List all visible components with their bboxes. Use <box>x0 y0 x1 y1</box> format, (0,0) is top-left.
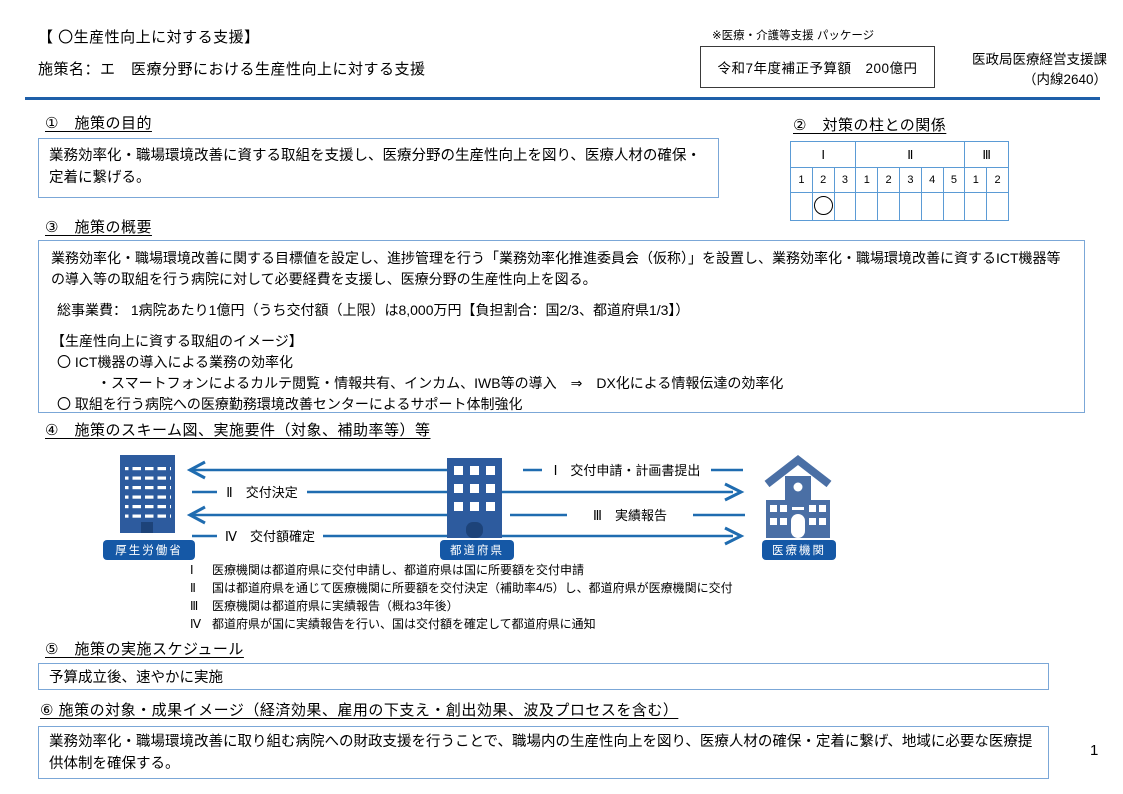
pillar-cell: 4 <box>920 167 944 193</box>
scheme-note: Ⅲ 医療機関は都道府県に実績報告（概ね3年後） <box>190 597 910 615</box>
pillar-mark-cell <box>942 192 966 221</box>
pillar-group-2: Ⅱ <box>855 141 966 168</box>
arrow3-label: Ⅲ 実績報告 <box>593 508 667 523</box>
mhlw-label: 厚生労働省 <box>103 540 195 560</box>
package-note: ※医療・介護等支援 パッケージ <box>712 30 875 42</box>
section3-heading: ③ 施策の概要 <box>45 219 152 236</box>
scheme-diagram: Ⅰ 交付申請・計画書提出 Ⅱ 交付決定 Ⅲ 実績報告 Ⅳ 交付額確定 厚生労働省… <box>103 454 836 560</box>
header-divider <box>25 97 1100 100</box>
pillar-cell: 3 <box>898 167 922 193</box>
section5-heading: ⑤ 施策の実施スケジュール <box>45 641 244 658</box>
hospital-icon <box>764 454 832 538</box>
prefecture-label: 都道府県 <box>440 540 514 560</box>
department-name: 医政局医療経営支援課 <box>972 52 1107 67</box>
pillar-cell: 3 <box>833 167 857 193</box>
prefecture-building-icon <box>447 458 502 538</box>
pillar-cell: 1 <box>855 167 879 193</box>
section2-heading: ② 対策の柱との関係 <box>793 117 947 134</box>
overview-paragraph: 業務効率化・職場環境改善に関する目標値を設定し、進捗管理を行う「業務効率化推進委… <box>51 250 1061 287</box>
mhlw-building-icon <box>120 455 175 533</box>
initiative-bullet-1: 〇 ICT機器の導入による業務の効率化 <box>57 354 294 370</box>
pillar-mark-cell <box>811 192 835 221</box>
budget-box: 令和7年度補正予算額 200億円 <box>700 46 935 88</box>
arrow4-label: Ⅳ 交付額確定 <box>225 529 315 544</box>
arrow1-label: Ⅰ 交付申請・計画書提出 <box>554 463 701 478</box>
pillar-cell: 2 <box>877 167 900 193</box>
pillar-relation-table: Ⅰ Ⅱ Ⅲ 1 2 3 1 2 3 4 5 1 2 <box>789 141 1009 221</box>
section1-body-box: 業務効率化・職場環境改善に資する取組を支援し、医療分野の生産性向上を図り、医療人… <box>38 138 719 198</box>
note-num: Ⅲ <box>190 599 199 613</box>
svg-text:厚生労働省: 厚生労働省 <box>115 543 183 557</box>
selected-pillar-mark <box>813 196 833 215</box>
pillar-mark-cell <box>920 192 944 221</box>
pillar-group-3: Ⅲ <box>964 141 1009 168</box>
scheme-notes: Ⅰ 医療機関は都道府県に交付申請し、都道府県は国に所要額を交付申請 Ⅱ 国は都道… <box>190 561 910 633</box>
department-extension: （内線2640） <box>1022 71 1107 87</box>
department-block: 医政局医療経営支援課 （内線2640） <box>972 50 1107 89</box>
svg-text:医療機関: 医療機関 <box>772 543 826 557</box>
pillar-mark-cell <box>790 192 813 221</box>
scheme-note: Ⅳ 都道府県が国に実績報告を行い、国は交付額を確定して都道府県に通知 <box>190 615 910 633</box>
note-num: Ⅱ <box>190 581 196 595</box>
pillar-mark-cell <box>898 192 922 221</box>
page-number: 1 <box>1090 742 1099 759</box>
section1-heading: ① 施策の目的 <box>45 115 152 132</box>
pillar-cell: 1 <box>790 167 813 193</box>
pillar-mark-cell <box>855 192 879 221</box>
note-text: 医療機関は都道府県に交付申請し、都道府県は国に所要額を交付申請 <box>212 563 585 577</box>
note-text: 都道府県が国に実績報告を行い、国は交付額を確定して都道府県に通知 <box>212 617 596 631</box>
note-text: 医療機関は都道府県に実績報告（概ね3年後） <box>212 599 459 613</box>
pillar-number-row: 1 2 3 1 2 3 4 5 1 2 <box>790 167 1009 193</box>
initiative-bullet-2: 〇 取組を行う病院への医療勤務環境改善センターによるサポート体制強化 <box>57 396 523 412</box>
note-num: Ⅳ <box>190 617 202 631</box>
section6-body-box: 業務効率化・職場環境改善に取り組む病院への財政支援を行うことで、職場内の生産性向… <box>38 726 1049 779</box>
pillar-mark-cell <box>986 192 1009 221</box>
total-cost-line: 総事業費： 1病院あたり1億円（うち交付額（上限）は8,000万円【負担割合：国… <box>57 302 690 318</box>
initiative-image-heading: 【生産性向上に資する取組のイメージ】 <box>51 333 303 349</box>
note-num: Ⅰ <box>190 563 194 577</box>
note-text: 国は都道府県を通じて医療機関に所要額を交付決定（補助率4/5）し、都道府県が医療… <box>212 581 733 595</box>
scheme-note: Ⅱ 国は都道府県を通じて医療機関に所要額を交付決定（補助率4/5）し、都道府県が… <box>190 579 910 597</box>
pillar-cell: 5 <box>942 167 966 193</box>
pillar-mark-cell <box>877 192 900 221</box>
pillar-cell: 1 <box>964 167 988 193</box>
hospital-label: 医療機関 <box>762 540 836 560</box>
pillar-group-row: Ⅰ Ⅱ Ⅲ <box>789 141 1009 168</box>
section4-heading: ④ 施策のスキーム図、実施要件（対象、補助率等）等 <box>45 422 431 439</box>
section3-body-box: 業務効率化・職場環境改善に関する目標値を設定し、進捗管理を行う「業務効率化推進委… <box>38 240 1085 413</box>
svg-text:都道府県: 都道府県 <box>450 543 504 557</box>
label-gap <box>217 528 323 544</box>
section5-body-box: 予算成立後、速やかに実施 <box>38 663 1049 690</box>
scheme-note: Ⅰ 医療機関は都道府県に交付申請し、都道府県は国に所要額を交付申請 <box>190 561 910 579</box>
pillar-cell: 2 <box>811 167 835 193</box>
document-title: 【 〇生産性向上に対する支援】 <box>38 29 260 46</box>
initiative-sub-bullet: ・スマートフォンによるカルテ閲覧・情報共有、インカム、IWB等の導入 ⇒ DX化… <box>97 375 784 391</box>
policy-name: 施策名：エ 医療分野における生産性向上に対する支援 <box>38 61 426 78</box>
label-gap <box>217 484 307 500</box>
pillar-mark-cell <box>964 192 988 221</box>
arrow2-label: Ⅱ 交付決定 <box>226 485 297 500</box>
section6-heading: ⑥ 施策の対象・成果イメージ（経済効果、雇用の下支え・創出効果、波及プロセスを含… <box>40 702 679 719</box>
pillar-group-1: Ⅰ <box>789 141 857 168</box>
pillar-mark-cell <box>833 192 857 221</box>
pillar-cell: 2 <box>986 167 1009 193</box>
pillar-mark-row <box>790 192 1009 221</box>
